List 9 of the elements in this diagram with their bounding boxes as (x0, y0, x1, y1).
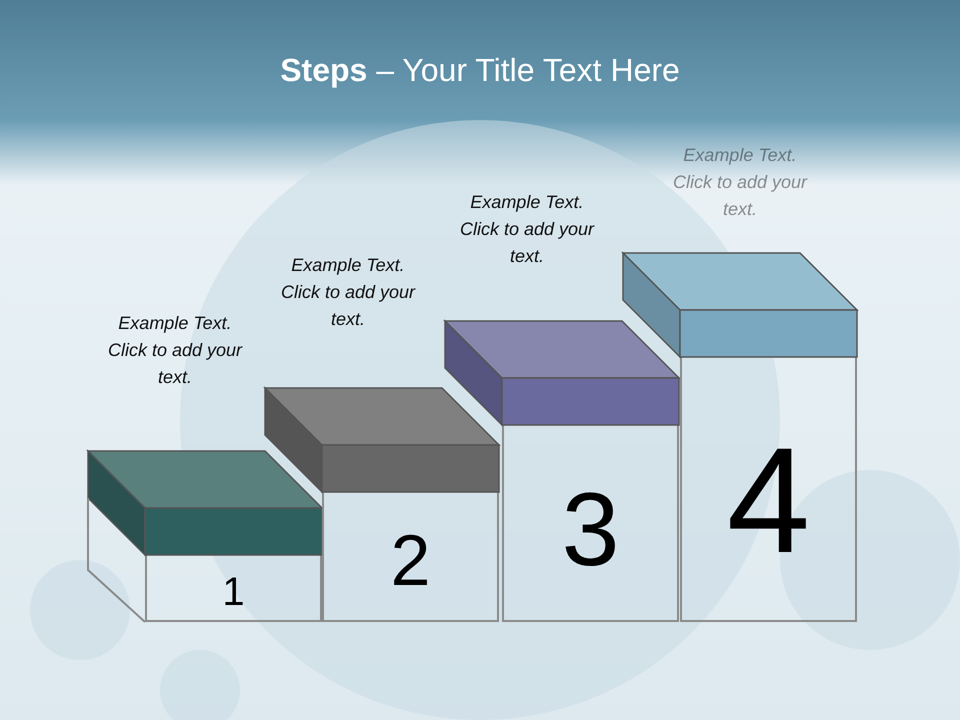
body-text: Example Text. Click to add your text. (672, 144, 808, 221)
body-text: Example Text. Click to add your text. (280, 254, 416, 331)
slide-title: Steps – Your Title Text Here (279, 52, 681, 89)
body-text: Example Text. Click to add your text. (458, 191, 596, 268)
step-number: 1 (221, 572, 246, 612)
body-text: Example Text. Click to add your text. (106, 312, 244, 389)
step-number: 3 (560, 478, 620, 582)
step-number: 2 (389, 525, 432, 597)
step-number: 4 (726, 425, 812, 575)
